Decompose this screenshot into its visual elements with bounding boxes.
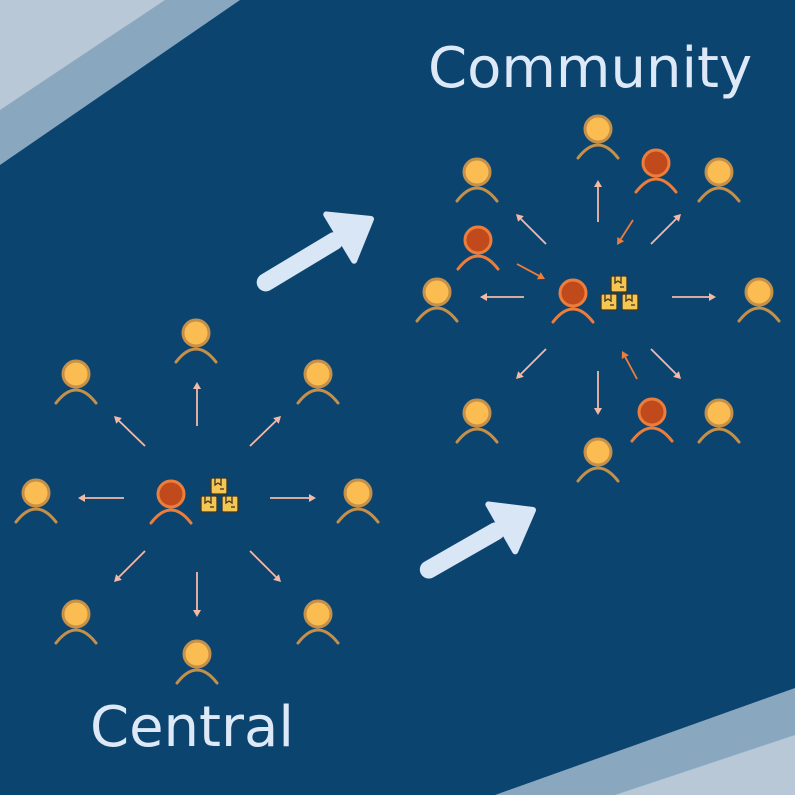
community-outbound-arrow (516, 348, 547, 379)
community-outbound-arrow (480, 293, 524, 301)
central-recipient-person-icon (54, 359, 98, 405)
transition-arrow-upper (256, 211, 374, 292)
central-outbound-arrow (114, 416, 146, 447)
community-recipient-person-icon (576, 437, 620, 483)
central-recipient-person-icon (14, 478, 58, 524)
transition-arrow-lower (419, 501, 537, 579)
community-recipient-person-icon (737, 277, 781, 323)
community-outbound-arrow (594, 180, 602, 222)
central-recipient-person-icon (54, 599, 98, 645)
central-recipient-person-icon (296, 359, 340, 405)
community-outbound-arrow (672, 293, 716, 301)
central-recipient-person-icon (296, 599, 340, 645)
central-outbound-arrow (114, 550, 146, 582)
community-recipient-person-icon (415, 277, 459, 323)
community-recipient-person-icon (697, 157, 741, 203)
central-outbound-arrow (78, 494, 124, 502)
community-contributor-person-icon (634, 148, 678, 194)
central-hub-person-icon (149, 479, 193, 525)
central-outbound-arrow (270, 494, 316, 502)
corner-triangle-top-left (0, 0, 165, 110)
central-outbound-arrow (249, 416, 281, 447)
central-packages-icon (200, 477, 239, 513)
community-inbound-arrow (516, 263, 545, 280)
community-inbound-arrow (617, 219, 634, 245)
community-recipient-person-icon (455, 157, 499, 203)
community-outbound-arrow (594, 371, 602, 415)
community-recipient-person-icon (697, 398, 741, 444)
community-title: Community (428, 36, 753, 101)
community-outbound-arrow (650, 214, 681, 245)
community-recipient-person-icon (455, 398, 499, 444)
community-outbound-arrow (650, 348, 681, 379)
central-title: Central (90, 695, 294, 760)
corner-triangle-bottom-right (615, 735, 795, 795)
community-recipient-person-icon (576, 114, 620, 160)
community-inbound-arrow (621, 351, 638, 380)
community-outbound-arrow (516, 214, 547, 245)
community-hub-person-icon (551, 278, 595, 324)
central-recipient-person-icon (175, 639, 219, 685)
central-outbound-arrow (249, 550, 281, 582)
community-contributor-person-icon (456, 225, 500, 271)
central-recipient-person-icon (336, 478, 380, 524)
central-outbound-arrow (193, 572, 201, 617)
central-recipient-person-icon (174, 318, 218, 364)
central-outbound-arrow (193, 382, 201, 426)
community-contributor-person-icon (630, 397, 674, 443)
community-packages-icon (600, 275, 639, 311)
